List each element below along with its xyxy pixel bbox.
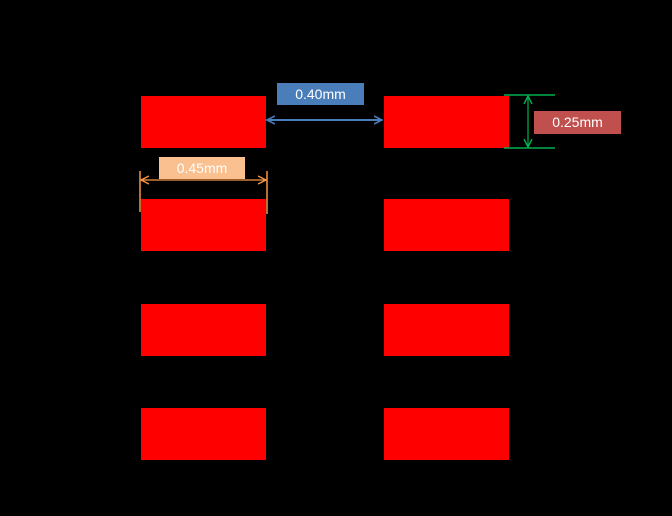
pad-gap-label: 0.40mm <box>277 83 364 105</box>
pad-left-1 <box>141 96 266 148</box>
pad-right-4 <box>384 408 509 460</box>
pad-right-3 <box>384 304 509 356</box>
pad-left-2 <box>141 199 266 251</box>
pad-right-1 <box>384 96 509 148</box>
pad-right-2 <box>384 199 509 251</box>
pad-height-label: 0.25mm <box>534 111 621 134</box>
pad-left-3 <box>141 304 266 356</box>
pad-left-4 <box>141 408 266 460</box>
pad-width-label: 0.45mm <box>159 157 245 179</box>
